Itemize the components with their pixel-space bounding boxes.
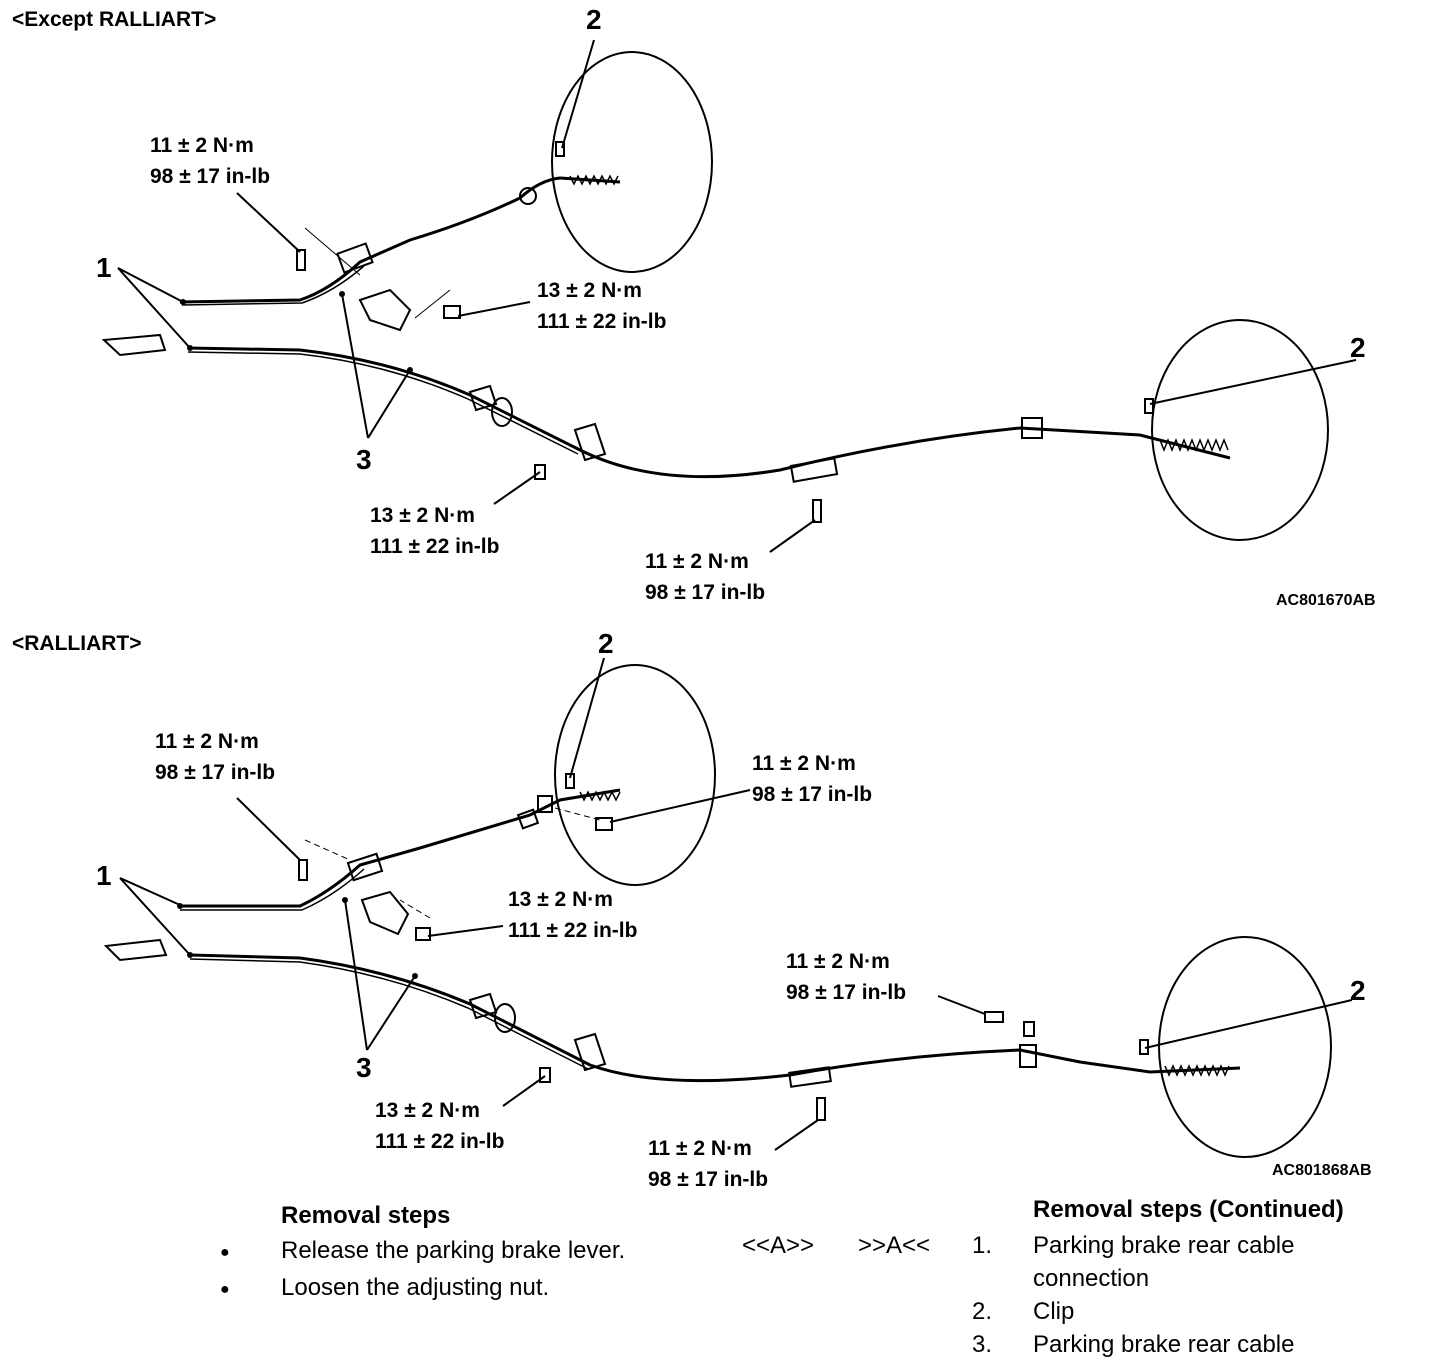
bottom-lower-cable — [189, 953, 1241, 1083]
step-num-1: 1. — [972, 1232, 993, 1259]
bottom-callout-2-left: 2 — [598, 628, 614, 659]
bottom-callout-1: 1 — [96, 860, 112, 891]
top-upper-cable — [179, 176, 621, 304]
top-left-wheel-circle — [551, 51, 713, 273]
bottom-figure-ref: AC801868AB — [1272, 1162, 1372, 1179]
top-torque-spec-1: 11 ± 2 N·m 98 ± 17 in-lb — [150, 134, 271, 188]
top-figure-ref: AC801670AB — [1276, 592, 1376, 609]
top-torque-spec-2: 13 ± 2 N·m 111 ± 22 in-lb — [537, 279, 667, 333]
step-text-3: Parking brake rear cable — [1033, 1331, 1295, 1358]
top-torque-spec-4: 11 ± 2 N·m 98 ± 17 in-lb — [645, 550, 766, 604]
bottom-callout-2-right: 2 — [1350, 975, 1366, 1006]
top-right-wheel-circle — [1151, 319, 1329, 541]
step-text-1: Parking brake rear cable — [1033, 1232, 1295, 1259]
bottom-cable-assembly — [103, 657, 1353, 1158]
bottom-right-wheel-circle — [1158, 936, 1332, 1158]
top-callout-2-right: 2 — [1350, 332, 1366, 363]
step-text-2: Clip — [1033, 1298, 1075, 1325]
removal-steps-continued-title: Removal steps (Continued) — [1033, 1196, 1344, 1223]
bottom-torque-spec-6: 11 ± 2 N·m 98 ± 17 in-lb — [648, 1137, 769, 1191]
step-num-3: 3. — [972, 1331, 993, 1358]
removal-step-bullet-1: ● — [220, 1244, 230, 1261]
top-diagram-title: <Except RALLIART> — [12, 8, 217, 31]
bottom-torque-spec-2: 11 ± 2 N·m 98 ± 17 in-lb — [752, 752, 873, 806]
bottom-torque-spec-4: 11 ± 2 N·m 98 ± 17 in-lb — [786, 950, 907, 1004]
bottom-torque-spec-1: 11 ± 2 N·m 98 ± 17 in-lb — [155, 730, 276, 784]
top-callout-3: 3 — [356, 444, 372, 475]
removal-steps-title: Removal steps — [281, 1202, 451, 1229]
bottom-torque-spec-5: 13 ± 2 N·m 111 ± 22 in-lb — [375, 1099, 505, 1153]
removal-step-bullet-2: ● — [220, 1281, 230, 1298]
removal-step-1: Release the parking brake lever. — [281, 1237, 626, 1264]
top-cable-assembly — [101, 39, 1357, 553]
bottom-torque-spec-3: 13 ± 2 N·m 111 ± 22 in-lb — [508, 888, 638, 942]
removal-step-2: Loosen the adjusting nut. — [281, 1274, 550, 1301]
bottom-left-wheel-circle — [554, 664, 716, 886]
top-lower-cable — [187, 346, 1231, 479]
top-callout-1: 1 — [96, 252, 112, 283]
service-marker-a-removal: <<A>> — [742, 1232, 815, 1259]
bottom-upper-cable — [178, 788, 621, 908]
step-text-1-cont: connection — [1033, 1265, 1150, 1292]
top-torque-spec-3: 13 ± 2 N·m 111 ± 22 in-lb — [370, 504, 500, 558]
top-callout-2-left: 2 — [586, 4, 602, 35]
bottom-callout-3: 3 — [356, 1052, 372, 1083]
step-num-2: 2. — [972, 1298, 993, 1325]
bottom-diagram-title: <RALLIART> — [12, 632, 142, 655]
service-marker-a-install: >>A<< — [858, 1232, 931, 1259]
